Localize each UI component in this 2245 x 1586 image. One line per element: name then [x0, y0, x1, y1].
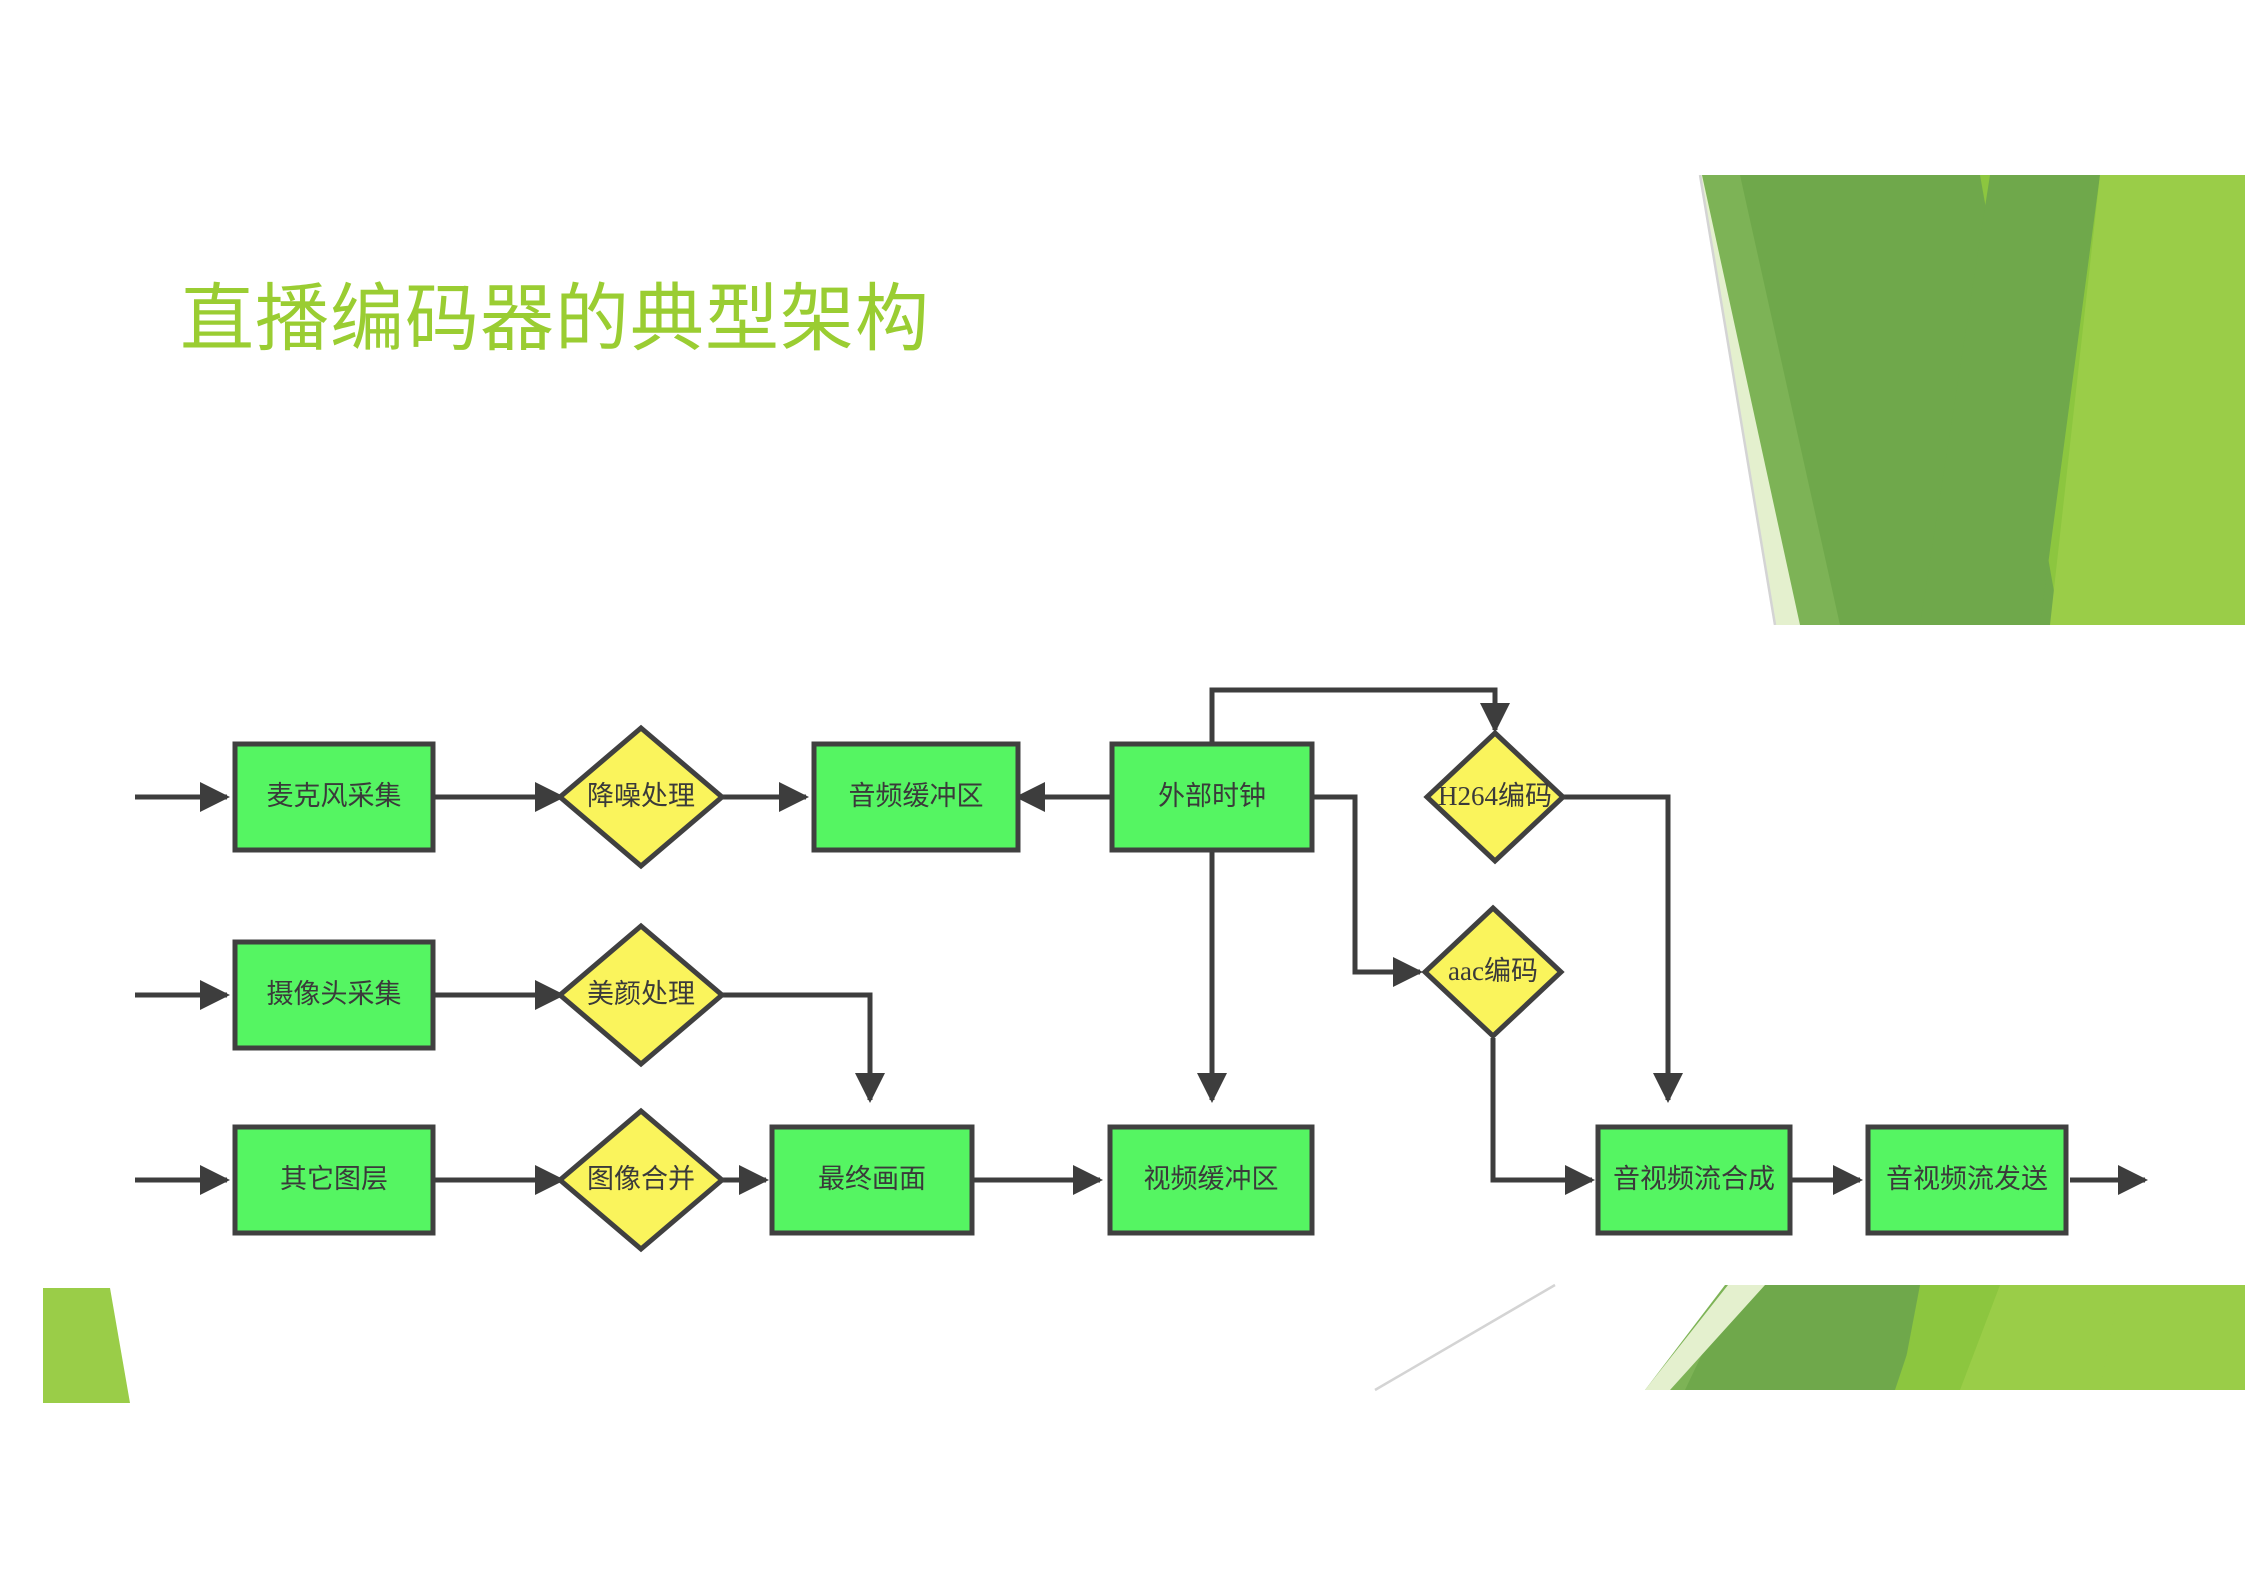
node-image-merge-label: 图像合并 — [587, 1164, 695, 1194]
node-audio-buffer-label: 音频缓冲区 — [849, 781, 984, 811]
node-mic[interactable]: 麦克风采集 — [232, 741, 436, 853]
page-title: 直播编码器的典型架构 — [180, 279, 930, 361]
node-camera[interactable]: 摄像头采集 — [232, 939, 436, 1051]
edge-beauty-to-finalframe — [716, 992, 885, 1103]
node-other-layer[interactable]: 其它图层 — [232, 1124, 436, 1236]
node-image-merge[interactable]: 图像合并 — [556, 1107, 726, 1253]
node-external-clock-label: 外部时钟 — [1158, 781, 1266, 811]
edge-clock-to-h264 — [1209, 687, 1510, 744]
node-video-buffer[interactable]: 视频缓冲区 — [1107, 1124, 1315, 1236]
node-other-layer-label: 其它图层 — [280, 1164, 388, 1194]
node-beauty[interactable]: 美颜处理 — [556, 922, 726, 1068]
edge-clock-to-aac — [1312, 794, 1423, 987]
node-beauty-label: 美颜处理 — [587, 979, 695, 1009]
node-h264-encode-label: H264编码 — [1438, 781, 1552, 811]
node-av-mux-label: 音视频流合成 — [1613, 1164, 1775, 1194]
node-av-send[interactable]: 音视频流发送 — [1865, 1124, 2069, 1236]
node-h264-encode[interactable]: H264编码 — [1423, 729, 1567, 865]
node-aac-encode-label: aac编码 — [1448, 956, 1538, 986]
node-av-mux[interactable]: 音视频流合成 — [1595, 1124, 1793, 1236]
node-av-send-label: 音视频流发送 — [1886, 1164, 2048, 1194]
edge-aac-to-avmux — [1490, 1038, 1595, 1195]
node-aac-encode[interactable]: aac编码 — [1421, 904, 1565, 1040]
node-camera-label: 摄像头采集 — [267, 979, 402, 1009]
node-audio-buffer[interactable]: 音频缓冲区 — [811, 741, 1021, 853]
node-external-clock[interactable]: 外部时钟 — [1109, 741, 1315, 853]
node-mic-label: 麦克风采集 — [267, 781, 402, 811]
node-denoise-label: 降噪处理 — [587, 781, 695, 811]
node-denoise[interactable]: 降噪处理 — [556, 724, 726, 870]
node-video-buffer-label: 视频缓冲区 — [1144, 1164, 1279, 1194]
edge-h264-to-avmux — [1560, 794, 1683, 1103]
node-final-frame[interactable]: 最终画面 — [769, 1124, 975, 1236]
node-final-frame-label: 最终画面 — [818, 1164, 926, 1194]
